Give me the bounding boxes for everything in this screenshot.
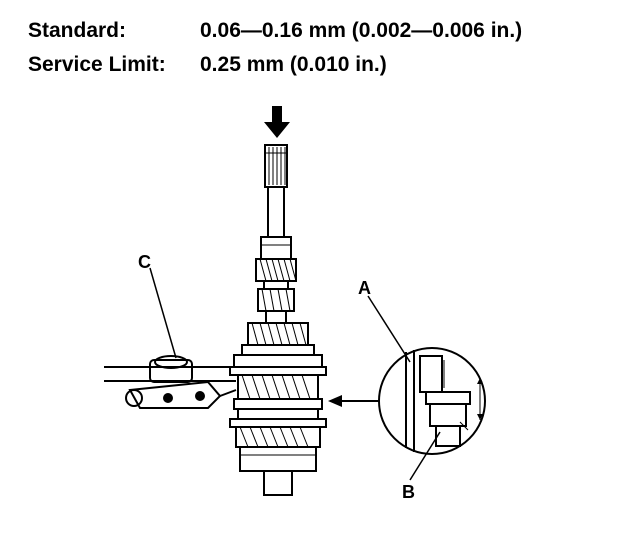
detail-view: [378, 347, 486, 455]
mainshaft: [260, 144, 292, 260]
detail-pointer-arrow: [328, 395, 380, 407]
standard-value: 0.06—0.16 mm (0.002—0.006 in.): [200, 19, 523, 42]
gear-stack: [229, 258, 327, 496]
standard-label: Standard:: [28, 19, 127, 42]
service-limit-row: Service Limit: 0.25 mm (0.010 in.): [28, 48, 628, 82]
press-arrow: [264, 106, 290, 138]
callout-c: C: [138, 252, 151, 272]
spec-block: Standard: 0.06—0.16 mm (0.002—0.006 in.)…: [28, 14, 628, 82]
dial-indicator: [104, 355, 237, 409]
standard-row: Standard: 0.06—0.16 mm (0.002—0.006 in.): [28, 14, 628, 48]
leader-b: [409, 431, 441, 481]
service-limit-value: 0.25 mm (0.010 in.): [200, 53, 387, 76]
service-limit-label: Service Limit:: [28, 53, 166, 76]
callout-a: A: [358, 278, 371, 298]
leader-a: [367, 295, 411, 363]
callout-b: B: [402, 482, 415, 502]
leader-c: [149, 267, 177, 359]
